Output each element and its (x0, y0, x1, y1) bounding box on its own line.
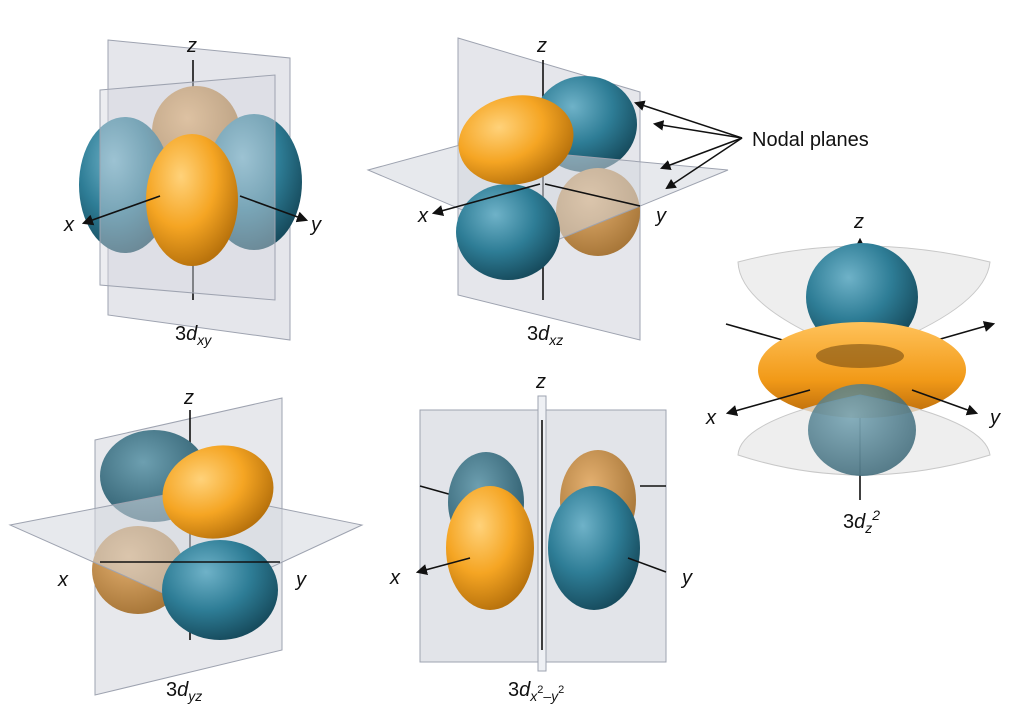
x-label: x (705, 407, 717, 429)
orbital-label-3dxz: 3dxz (527, 323, 563, 348)
z-label: z (536, 35, 547, 57)
z-label: z (183, 387, 194, 409)
pointer-arrow-3 (660, 137, 743, 170)
torus-hole (816, 344, 904, 368)
lobe-lower-blue (162, 540, 278, 640)
pointer-arrow-1 (634, 100, 743, 139)
orbital-3dyz: z x y 3dyz (8, 387, 364, 704)
lobe-upper-orange (162, 445, 274, 539)
x-axis-arrow (725, 389, 811, 416)
x-label: x (57, 569, 69, 591)
y-label: y (680, 567, 693, 589)
nodal-planes-label: Nodal planes (752, 129, 869, 151)
orbital-3dxy: z x y 3dxy (63, 35, 322, 348)
y-label: y (309, 214, 322, 236)
torus-ring (758, 322, 966, 418)
x-axis-arrow (431, 183, 541, 217)
y-axis-line (544, 183, 641, 207)
x-axis-arrow (81, 195, 161, 226)
pointer-arrow-2 (652, 120, 743, 139)
nodal-planes-annotation: Nodal planes (634, 100, 869, 190)
y-label: y (654, 205, 667, 227)
y-axis-arrow (239, 195, 309, 223)
x-label: x (417, 205, 429, 227)
y-label: y (294, 569, 307, 591)
lobe-lower-blue (456, 184, 560, 280)
orbital-label-3dxy: 3dxy (175, 323, 212, 348)
plane-horizontal (8, 489, 364, 606)
x-label: x (63, 214, 75, 236)
z-label: z (186, 35, 197, 57)
z-label: z (853, 211, 864, 233)
orbital-3dxz: z x y 3dxz (366, 35, 729, 348)
x-label: x (389, 567, 401, 589)
y-label: y (988, 407, 1001, 429)
orbital-3dz2: z x y 3dz2 (705, 211, 1001, 536)
lobe-front-orange (446, 486, 534, 610)
lobe-front-blue (548, 486, 640, 610)
pointer-arrow-4 (665, 137, 743, 190)
y-axis-arrow (911, 389, 979, 416)
y-axis-line (627, 557, 667, 573)
lobe-front-orange (146, 134, 238, 266)
x-axis-arrow (415, 557, 471, 576)
lobe-upper-orange (458, 95, 574, 185)
orbital-3dx2-y2: z x y 3dx2–y2 (389, 371, 693, 704)
orbital-label-3dyz: 3dyz (166, 679, 202, 704)
lobe-lower-blue (808, 384, 916, 476)
orbital-label-3dz2: 3dz2 (843, 507, 880, 536)
z-label: z (535, 371, 546, 393)
orbital-label-3dx2-y2: 3dx2–y2 (508, 679, 564, 704)
